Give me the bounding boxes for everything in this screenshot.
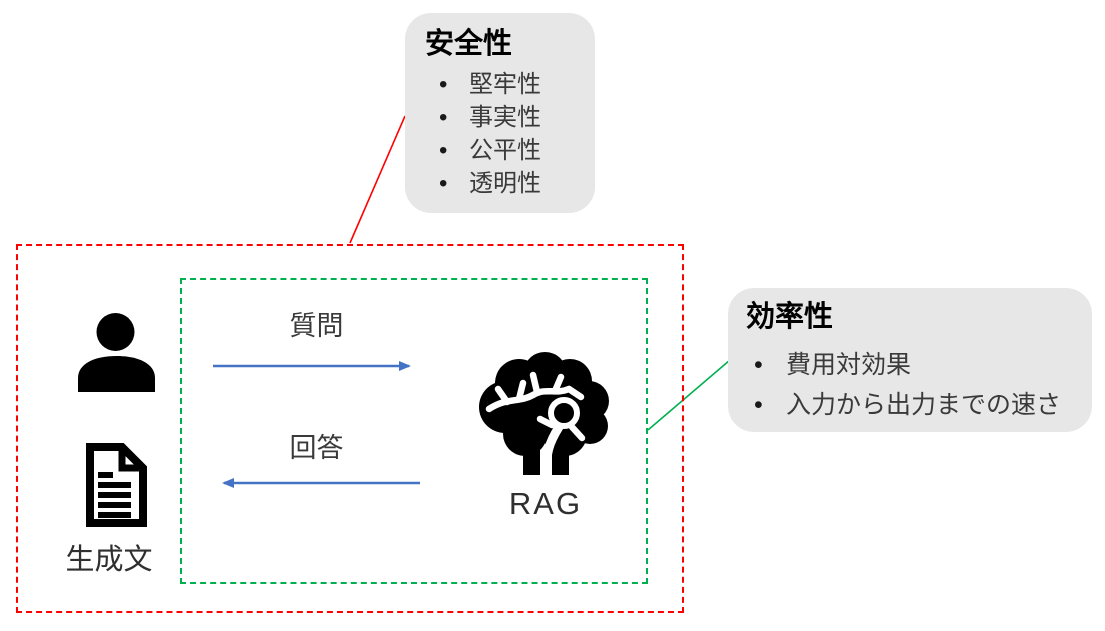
document-icon [86,443,147,527]
person-icon [78,313,155,392]
safety-scope-frame [16,244,684,613]
generated-text-label: 生成文 [65,544,153,576]
safety-items-list: 堅牢性 事実性 公平性 透明性 [425,68,595,200]
safety-connector-line [349,115,406,244]
safety-item: 事実性 [425,101,595,134]
efficiency-item: 費用対効果 [746,345,1092,385]
answer-label: 回答 [289,433,344,463]
efficiency-scope-frame [180,278,648,584]
rag-label: RAG [508,486,583,521]
safety-card-title: 安全性 [425,28,513,60]
safety-item: 透明性 [425,167,595,200]
question-label: 質問 [289,311,344,341]
safety-item: 公平性 [425,134,595,167]
safety-card: 安全性 堅牢性 事実性 公平性 透明性 [405,13,595,213]
safety-item: 堅牢性 [425,68,595,101]
efficiency-item: 入力から出力までの速さ [746,385,1092,425]
efficiency-card: 効率性 費用対効果 入力から出力までの速さ [728,288,1092,432]
efficiency-card-title: 効率性 [746,301,834,333]
efficiency-items-list: 費用対効果 入力から出力までの速さ [746,345,1092,425]
brain-icon [479,352,609,475]
